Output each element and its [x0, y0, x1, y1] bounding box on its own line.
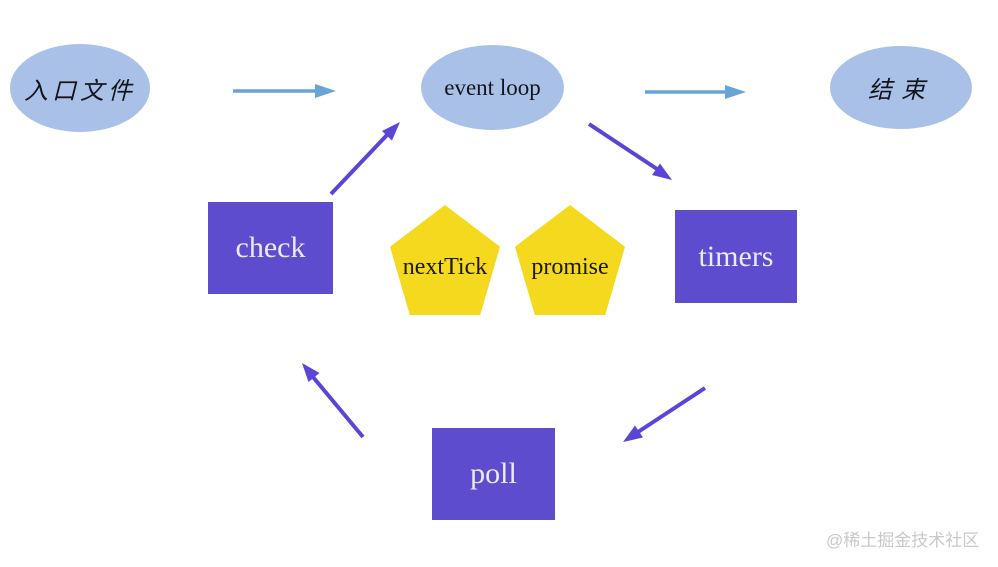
node-entry-file-label: 入口文件: [24, 78, 136, 105]
arrow-shaft: [587, 122, 659, 171]
node-poll: poll: [432, 428, 555, 520]
arrow-check-to-event-loop: [329, 122, 400, 196]
node-timers: timers: [675, 210, 797, 303]
arrow-entry-to-event-loop: [233, 84, 336, 98]
arrow-head: [382, 122, 400, 141]
node-check-label: check: [235, 231, 306, 264]
arrow-poll-to-check: [302, 363, 365, 439]
node-next-tick: nextTick: [390, 205, 500, 315]
node-check: check: [208, 202, 333, 294]
node-timers-label: timers: [698, 239, 774, 273]
arrow-shaft: [311, 375, 365, 439]
node-next-tick-label: nextTick: [402, 253, 488, 280]
arrow-event-loop-to-timers: [587, 122, 672, 180]
node-event-loop-label: event loop: [444, 74, 541, 100]
arrow-event-loop-to-end: [645, 85, 746, 99]
node-promise: promise: [515, 205, 625, 315]
arrow-head: [315, 84, 336, 98]
node-poll-label: poll: [470, 457, 517, 490]
arrow-shaft: [329, 133, 389, 196]
node-promise-label: promise: [531, 253, 609, 280]
watermark: @稀土掘金技术社区: [826, 531, 980, 550]
node-event-loop: event loop: [421, 45, 564, 130]
node-end: 结束: [830, 46, 972, 129]
arrow-head: [302, 363, 320, 382]
arrow-shaft: [636, 386, 707, 434]
arrow-head: [652, 163, 672, 180]
arrow-head: [623, 425, 643, 442]
arrow-head: [725, 85, 746, 99]
node-end-label: 结束: [868, 78, 934, 104]
node-entry-file: 入口文件: [10, 44, 150, 132]
arrow-timers-to-poll: [623, 386, 707, 442]
